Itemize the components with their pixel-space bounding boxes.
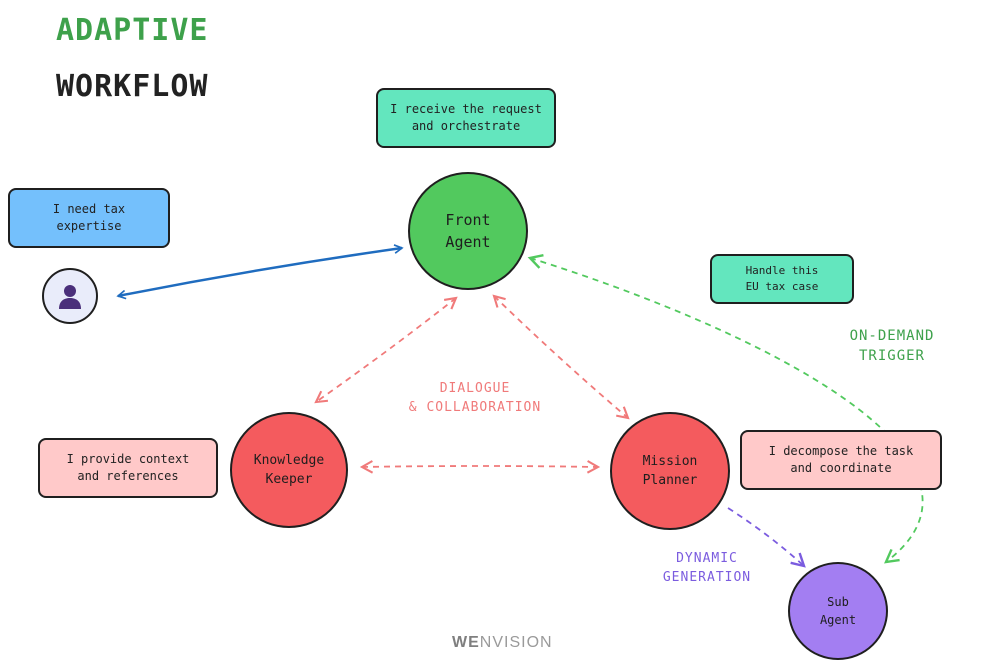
arrow-planner-sub-agent xyxy=(727,507,806,568)
note-mission-planner: I decompose the task and coordinate xyxy=(740,430,942,490)
node-front-agent-label: Front Agent xyxy=(445,210,491,252)
brand-suffix: NVISION xyxy=(479,634,553,651)
user-avatar-icon xyxy=(59,285,81,309)
node-sub-agent[interactable]: Sub Agent xyxy=(788,562,888,660)
note-task: Handle this EU tax case xyxy=(710,254,854,304)
note-knowledge-keeper: I provide context and references xyxy=(38,438,218,498)
note-user: I need tax expertise xyxy=(8,188,170,248)
title-workflow: WORKFLOW xyxy=(56,69,209,104)
arrow-user-front-agent xyxy=(118,248,402,296)
node-mission-planner-label: Mission Planner xyxy=(642,453,698,489)
node-sub-agent-label: Sub Agent xyxy=(819,595,857,627)
note-front-agent: I receive the request and orchestrate xyxy=(376,88,556,148)
user-avatar[interactable] xyxy=(42,268,98,324)
arrow-knowledge-planner xyxy=(359,460,601,474)
node-front-agent[interactable]: Front Agent xyxy=(408,172,528,290)
node-knowledge-keeper[interactable]: Knowledge Keeper xyxy=(230,412,348,528)
node-mission-planner[interactable]: Mission Planner xyxy=(610,412,730,530)
label-dynamic-generation: DYNAMIC GENERATION xyxy=(662,551,752,585)
label-dialogue-collaboration: DIALOGUE & COLLABORATION xyxy=(408,381,542,415)
wenvision-logo: WENVISION xyxy=(452,634,553,652)
node-knowledge-keeper-label: Knowledge Keeper xyxy=(253,452,325,488)
arrow-trigger-sub-agent xyxy=(527,254,924,564)
brand-prefix: WE xyxy=(452,634,480,651)
label-on-demand-trigger: ON-DEMAND TRIGGER xyxy=(849,328,935,365)
title-adaptive: ADAPTIVE xyxy=(56,13,209,48)
